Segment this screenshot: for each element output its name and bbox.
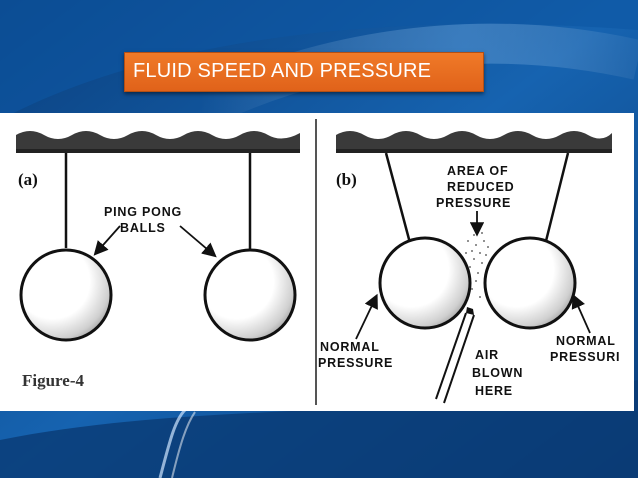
figure-caption: Figure-4 (22, 371, 85, 390)
arrow-to-right-ball (179, 225, 217, 258)
air-blown-line3: HERE (475, 384, 513, 398)
ceiling-b (336, 131, 612, 153)
string-left-b (384, 152, 412, 244)
normal-pressure-right-line1: NORMAL (556, 334, 616, 348)
ping-pong-ball-right-b (483, 236, 577, 330)
arrow-to-left-ball-b (355, 293, 378, 340)
normal-pressure-right-line2: PRESSURI (550, 350, 620, 364)
ping-pong-ball-right-a (203, 248, 297, 342)
panel-b: (b) AREA OF REDUCED PRESSURE NORMAL PRES… (318, 131, 620, 404)
panel-a-label: (a) (18, 170, 38, 189)
normal-pressure-left-line1: NORMAL (320, 340, 380, 354)
ping-pong-ball-left-a (19, 248, 113, 342)
arrow-to-right-ball-b (571, 293, 591, 334)
panel-a: (a) PING PONG BALLS Figure-4 (16, 131, 300, 390)
reduced-pressure-line2: REDUCED (447, 180, 514, 194)
slide-title-box: FLUID SPEED AND PRESSURE (124, 52, 484, 92)
figure-panel: (a) PING PONG BALLS Figure-4 (0, 113, 634, 411)
ping-pong-label-line2: BALLS (120, 221, 166, 235)
string-right-b (544, 152, 570, 242)
air-blown-line1: AIR (475, 348, 499, 362)
air-tube (435, 307, 475, 404)
air-blown-line2: BLOWN (472, 366, 523, 380)
slide-title: FLUID SPEED AND PRESSURE (133, 60, 432, 82)
reduced-pressure-line3: PRESSURE (436, 196, 511, 210)
normal-pressure-left-line2: PRESSURE (318, 356, 393, 370)
reduced-pressure-line1: AREA OF (447, 164, 508, 178)
panel-b-label: (b) (336, 170, 357, 189)
figure-diagram: (a) PING PONG BALLS Figure-4 (16, 119, 620, 405)
ceiling-a (16, 131, 300, 153)
ping-pong-ball-left-b (378, 236, 472, 330)
arrow-to-left-ball (93, 225, 121, 256)
ping-pong-label-line1: PING PONG (104, 205, 182, 219)
